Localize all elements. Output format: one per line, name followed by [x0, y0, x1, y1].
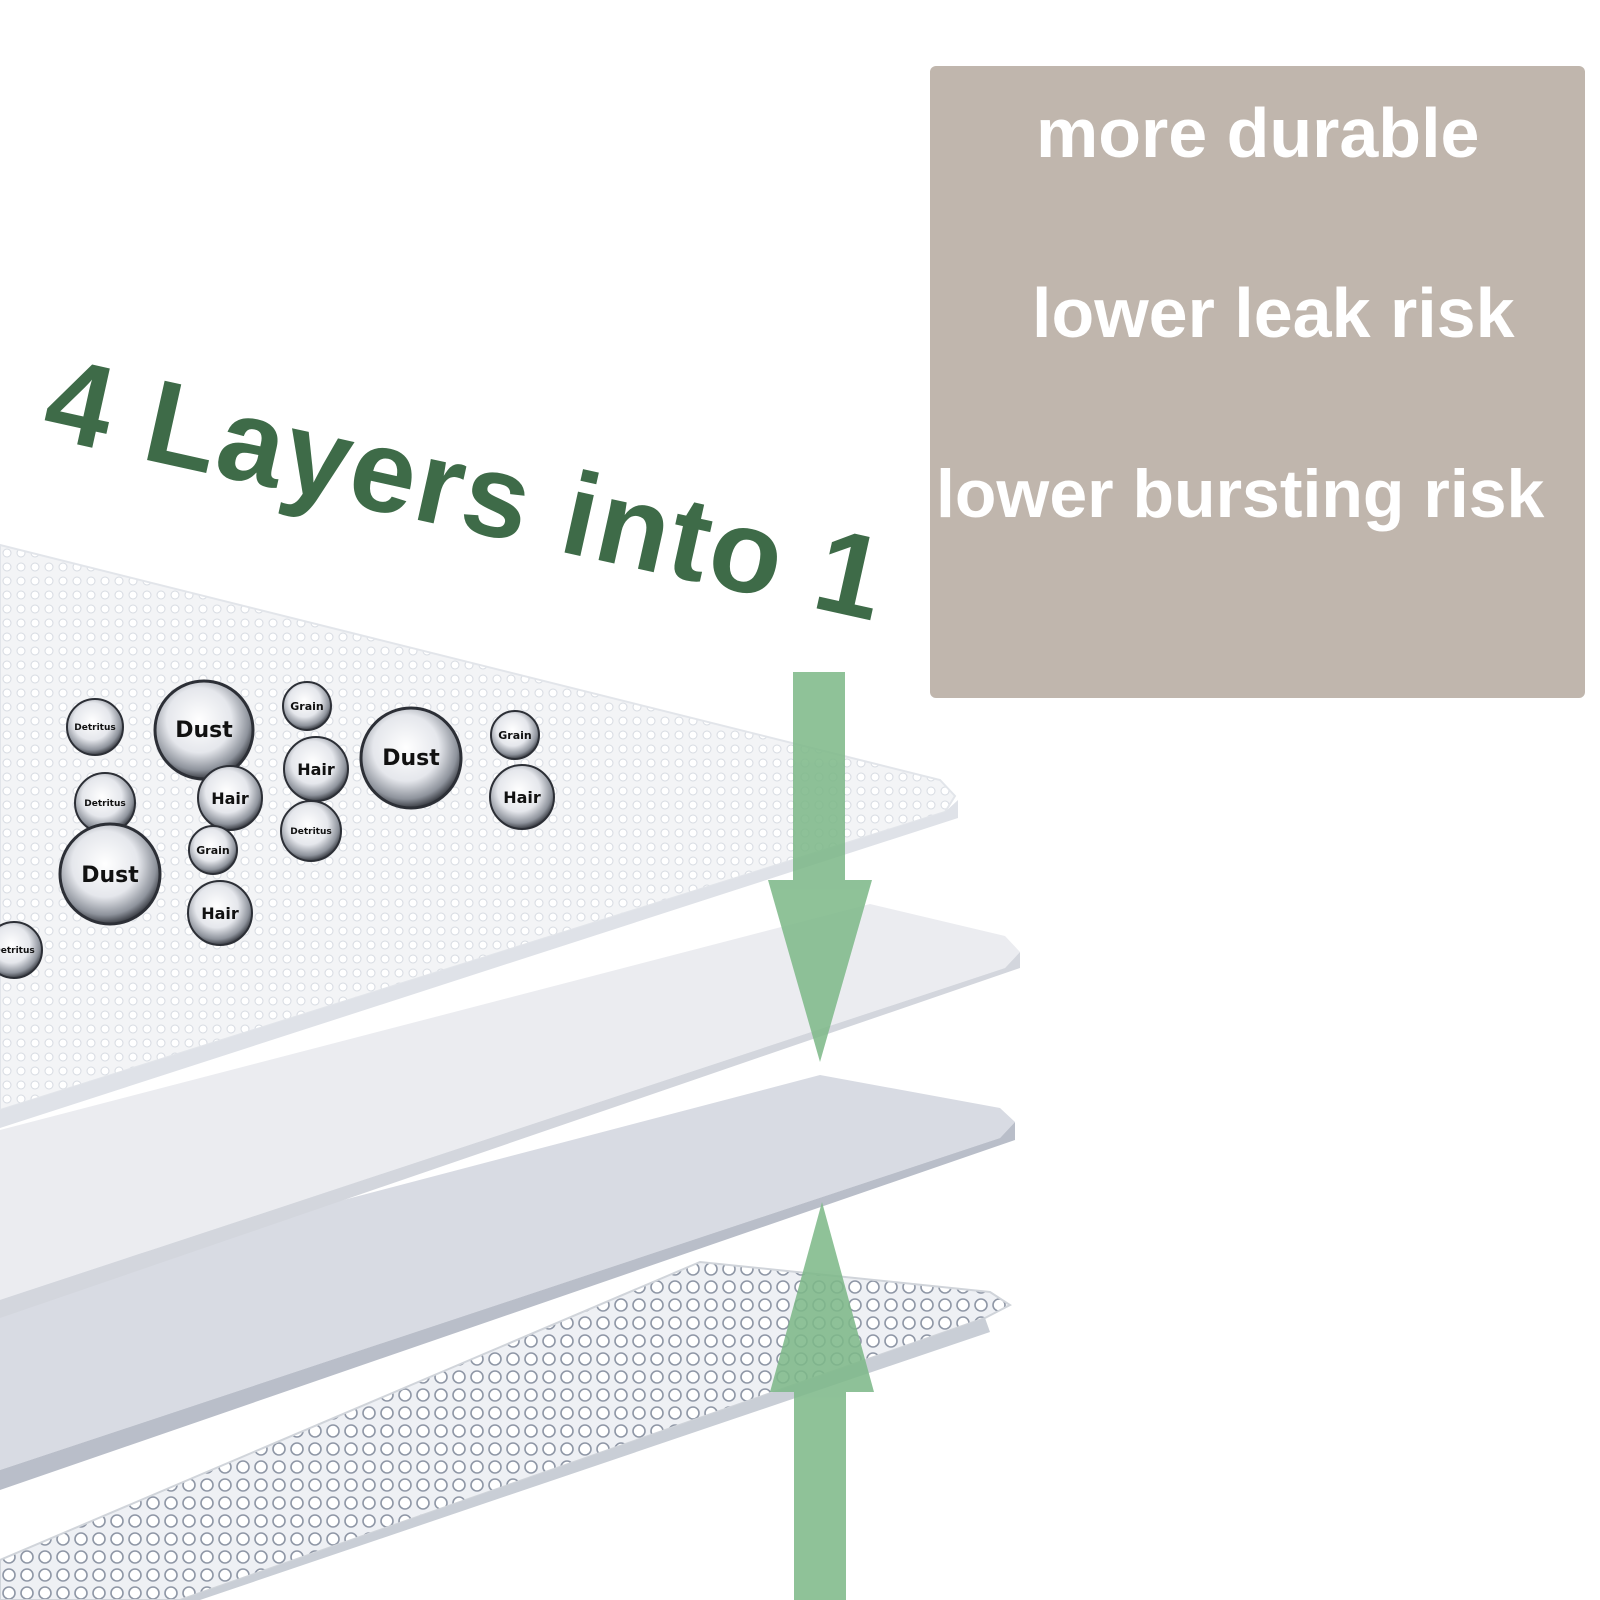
svg-text:Dust: Dust	[81, 863, 139, 888]
feature-bursting-risk: lower bursting risk	[936, 456, 1545, 532]
particle-bubble: Hair	[283, 736, 349, 802]
svg-text:Hair: Hair	[211, 789, 249, 808]
particle-bubble: Detritus	[66, 698, 124, 756]
particle-bubble: Hair	[187, 880, 253, 946]
svg-text:Grain: Grain	[196, 844, 229, 857]
arrow-down-icon	[768, 672, 872, 1062]
svg-text:Hair: Hair	[503, 788, 541, 807]
particle-bubble: Grain	[282, 681, 332, 731]
svg-text:Hair: Hair	[297, 760, 335, 779]
particle-bubble: Dust	[153, 679, 255, 781]
particle-bubble: Grain	[490, 710, 540, 760]
layer-2-film	[0, 904, 1020, 1300]
svg-text:Dust: Dust	[382, 746, 440, 771]
particle-bubble: Dust	[58, 822, 162, 926]
feature-box: more durable lower leak risk lower burst…	[930, 66, 1585, 698]
arrow-up-icon	[770, 1202, 874, 1600]
layer-4-perforated	[0, 1260, 1012, 1600]
particle-bubble: Detritus	[74, 772, 136, 834]
particle-bubble: Detritus	[280, 800, 342, 862]
svg-text:Dust: Dust	[175, 718, 233, 743]
particle-bubble: Grain	[188, 825, 238, 875]
feature-leak-risk: lower leak risk	[1032, 274, 1515, 352]
svg-text:Detritus: Detritus	[290, 827, 331, 837]
particle-bubble: Hair	[489, 764, 555, 830]
svg-text:Hair: Hair	[201, 904, 239, 923]
particle-bubble: Detritus	[0, 921, 43, 979]
svg-text:Detritus: Detritus	[74, 723, 115, 733]
layer-3-film	[0, 1075, 1015, 1470]
svg-text:Detritus: Detritus	[0, 946, 35, 956]
particle-bubble: Dust	[359, 706, 463, 810]
layer-2-edge	[0, 952, 1020, 1318]
feature-durable: more durable	[1036, 94, 1480, 172]
particle-bubble: Hair	[197, 765, 263, 831]
layer-3-edge	[0, 1122, 1015, 1490]
layer-1-perforated	[0, 543, 957, 1112]
layer-1-edge	[0, 800, 958, 1128]
svg-text:Grain: Grain	[290, 700, 323, 713]
svg-text:Detritus: Detritus	[84, 799, 125, 809]
svg-text:Grain: Grain	[498, 729, 531, 742]
